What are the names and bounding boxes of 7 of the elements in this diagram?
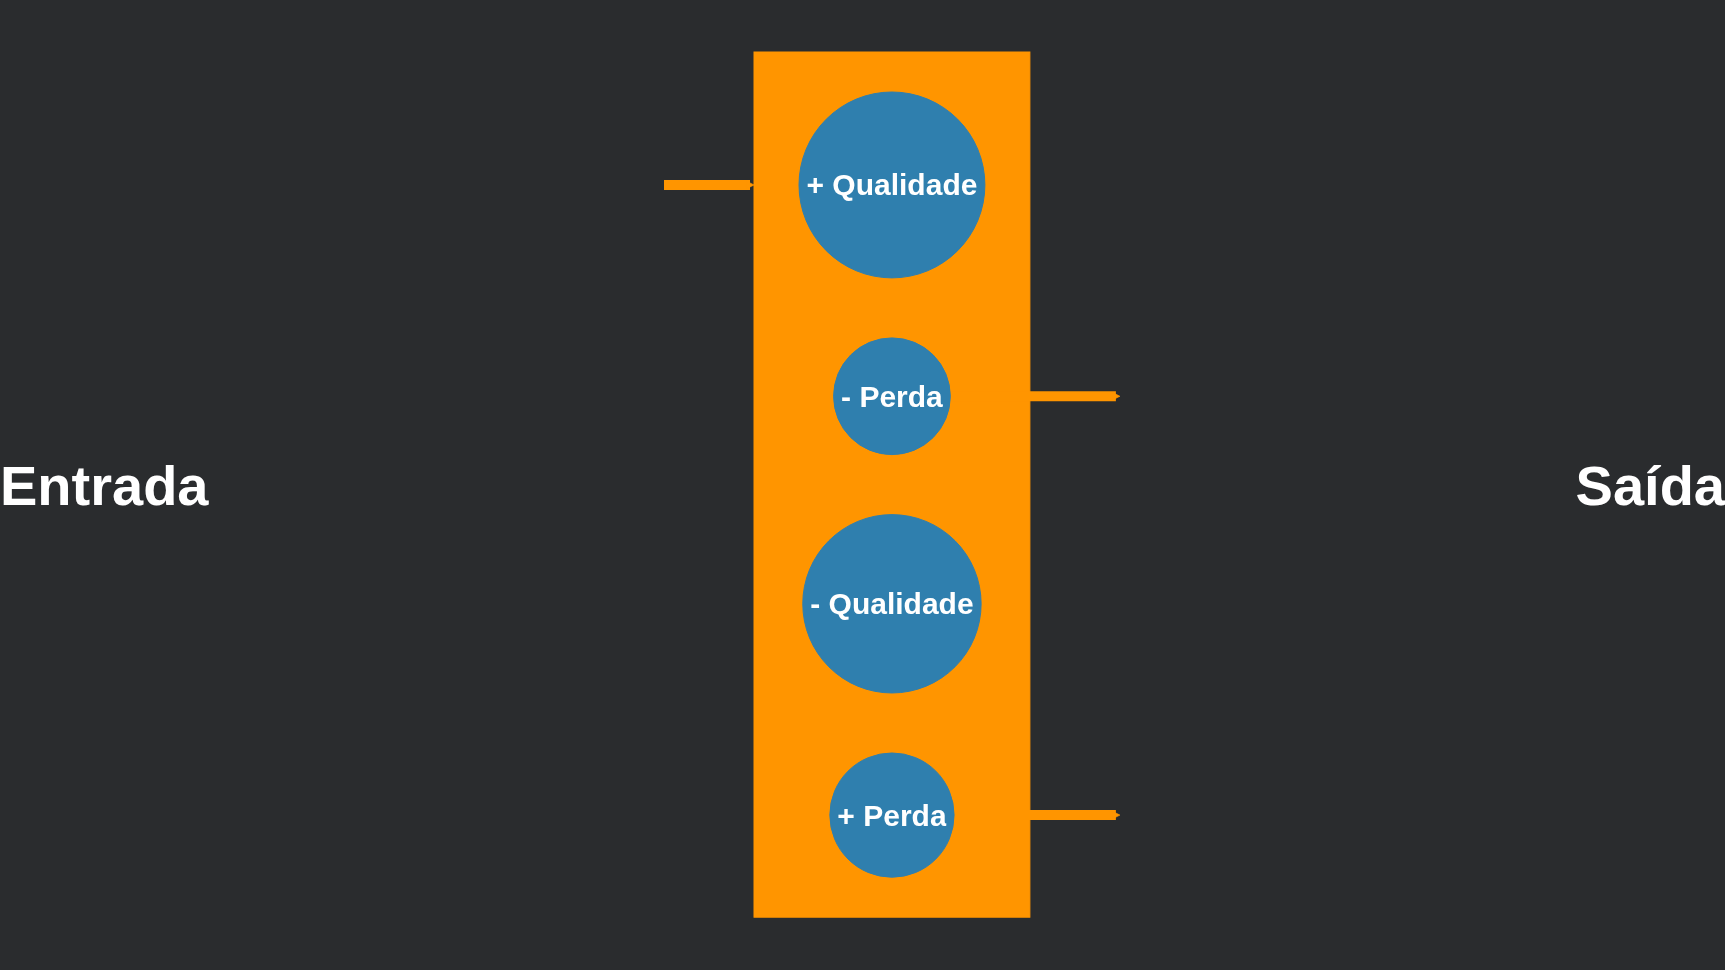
flow-label: Entrada — [0, 452, 209, 518]
circle-node: + Qualidade — [798, 91, 986, 279]
circle-node: - Perda — [833, 337, 951, 456]
circle-node: + Perda — [829, 752, 955, 879]
arrow — [664, 180, 755, 191]
flow-label: Saída — [1575, 452, 1725, 518]
circle-node: - Qualidade — [802, 514, 982, 694]
